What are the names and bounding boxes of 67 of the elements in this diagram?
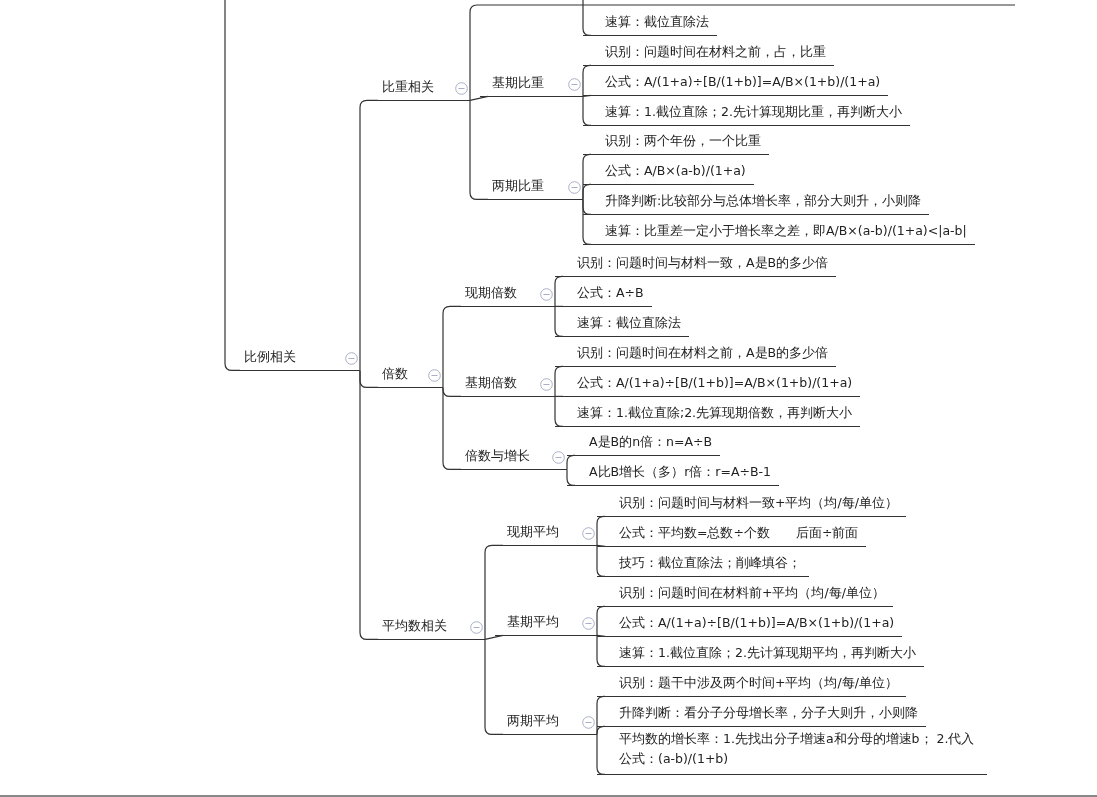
- underlined-item: [583, 103, 910, 126]
- item-text: A是B的n倍：n=A÷B: [589, 433, 713, 450]
- underlined-item: [597, 614, 903, 637]
- branch-connector: [596, 544, 606, 547]
- item-text: 公式：A÷B: [577, 284, 644, 301]
- item-text: 公式：平均数=总数÷个数 后面÷前面: [619, 524, 859, 541]
- item-text: 公式：A/B×(a-b)/(1+a): [605, 162, 746, 179]
- underlined-item: [583, 162, 754, 185]
- underlined-item: [583, 192, 930, 215]
- underlined-item: [567, 433, 721, 456]
- topic-text: 现期倍数: [465, 284, 517, 301]
- item-text: 速算：1.截位直除;2.先算现期倍数，再判断大小: [577, 404, 853, 421]
- topic-text: 两期比重: [492, 177, 544, 194]
- underlined-item: [583, 13, 717, 36]
- topic-text: 平均数相关: [382, 617, 447, 634]
- topic-text: 比重相关: [382, 78, 434, 95]
- topic-text: 倍数与增长: [465, 447, 530, 464]
- item-text: 公式：A/(1+a)÷[B/(1+b)]=A/B×(1+b)/(1+a): [619, 614, 895, 631]
- underlined-item: [555, 404, 861, 427]
- topic-text: 比例相关: [244, 348, 296, 365]
- branch-connector: [469, 4, 1016, 101]
- branch-connector: [596, 634, 606, 637]
- underlined-item: [555, 254, 837, 277]
- item-text: 速算：1.截位直除；2.先计算现期平均，再判断大小: [619, 644, 916, 661]
- underlined-item: [597, 644, 924, 667]
- item-text: 识别：问题时间与材料一致，A是B的多少倍: [577, 254, 829, 271]
- item-text: 识别：两个年份，一个比重: [605, 132, 761, 149]
- topic-text: 基期倍数: [465, 374, 517, 391]
- item-text: 速算：截位直除法: [605, 13, 709, 30]
- underlined-item: [583, 43, 834, 66]
- item-text: 识别：问题时间在材料之前，占，比重: [605, 43, 826, 60]
- item-text: 识别：问题时间在材料前+平均（均/每/单位）: [619, 584, 885, 601]
- underlined-item: [597, 674, 906, 697]
- underlined-topic: [495, 613, 597, 636]
- item-text: 识别：问题时间在材料之前，A是B的多少倍: [577, 344, 829, 361]
- underlined-item: [583, 132, 769, 155]
- underlined-item: [583, 222, 975, 245]
- topic-text: 倍数: [382, 365, 408, 382]
- item-text: 识别：问题时间与材料一致+平均（均/每/单位）: [619, 494, 898, 511]
- underlined-item: [567, 463, 779, 486]
- item-text: 升降判断：看分子分母增长率，分子大则升，小则降: [619, 704, 918, 721]
- item-text: 技巧：截位直除法；削峰填谷；: [619, 554, 801, 571]
- underlined-item: [597, 494, 906, 517]
- underlined-item: [597, 554, 809, 577]
- topic-text: 基期比重: [492, 74, 544, 91]
- topic-text: 基期平均: [507, 613, 559, 630]
- topic-text: 现期平均: [507, 523, 559, 540]
- item-text: 公式：A/(1+a)÷[B/(1+b)]=A/B×(1+b)/(1+a): [605, 73, 881, 90]
- underlined-item: [597, 704, 926, 727]
- item-text: A比B增长（多）r倍：r=A÷B-1: [589, 463, 771, 480]
- underlined-item: [555, 314, 689, 337]
- item-text: 识别：题干中涉及两个时间+平均（均/每/单位）: [619, 674, 898, 691]
- underlined-item: [597, 584, 893, 607]
- item-text: 公式：A/(1+a)÷[B/(1+b)]=A/B×(1+b)/(1+a): [577, 374, 853, 391]
- item-text: 速算：截位直除法: [577, 314, 681, 331]
- underlined-topic: [480, 74, 583, 97]
- branch-connector: [484, 634, 504, 640]
- underlined-item: [583, 73, 889, 96]
- item-text: 速算：1.截位直除；2.先计算现期比重，再判断大小: [605, 103, 902, 120]
- topic-text: 两期平均: [507, 712, 559, 729]
- branch-connector: [469, 95, 489, 101]
- underlined-item: [597, 729, 987, 775]
- underlined-item: [555, 344, 837, 367]
- item-text: 速算：比重差一定小于增长率之差，即A/B×(a-b)/(1+a)<|a-b|: [605, 222, 967, 239]
- item-text: 平均数的增长率：1.先找出分子增速a和分母的增速b； 2.代入公式：(a-b)/(1+b): [619, 730, 976, 768]
- item-text: 升降判断:比较部分与总体增长率，部分大则升，小则降: [605, 192, 922, 209]
- underlined-item: [597, 524, 867, 547]
